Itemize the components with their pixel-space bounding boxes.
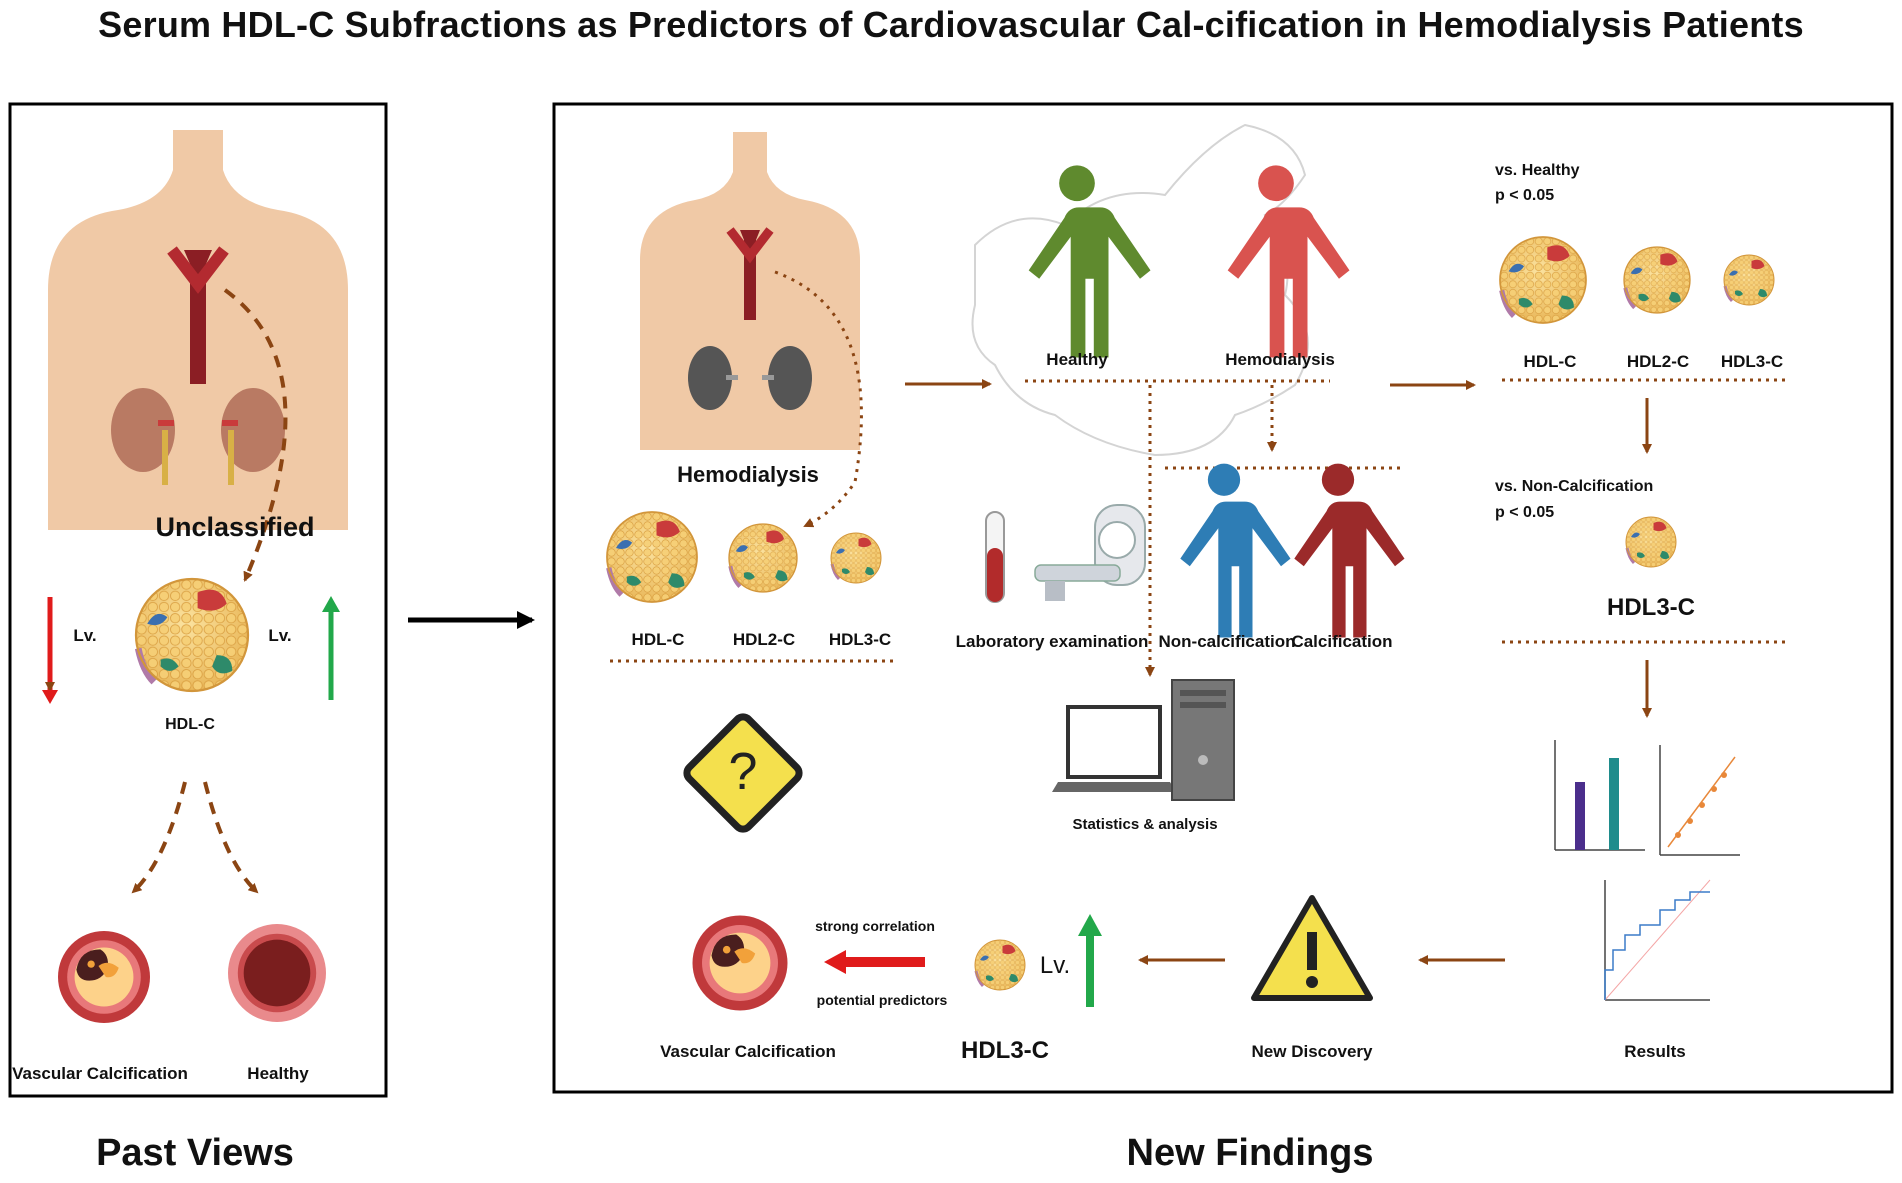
torso-illustration-hemodialysis — [640, 132, 860, 450]
vessel-calcified-bottom-icon — [692, 915, 788, 1011]
results-label: Results — [1624, 1042, 1686, 1061]
dashed-arrow-to-healthy — [203, 781, 259, 894]
past-views-title: Past Views — [96, 1132, 294, 1174]
healthy-label-past: Healthy — [247, 1064, 309, 1083]
warning-triangle-icon — [1251, 895, 1373, 1001]
lv-label-right: Lv. — [268, 626, 292, 645]
res-hdl3-c-label: HDL3-C — [1720, 352, 1784, 371]
hemodialysis-person-icon — [1227, 165, 1350, 358]
mini-roc-curve — [1604, 879, 1711, 1001]
hemodialysis-label: Hemodialysis — [677, 462, 819, 487]
map-outline — [971, 123, 1309, 457]
res-hdl-c-particle — [1500, 237, 1586, 323]
hdl3-c-label: HDL3-C — [828, 630, 892, 649]
p-value-healthy: p < 0.05 — [1495, 187, 1555, 204]
vs-healthy-label: vs. Healthy — [1495, 162, 1580, 179]
new-discovery-label: New Discovery — [1251, 1042, 1373, 1061]
hdl3-c-bottom-label: HDL3-C — [961, 1037, 1049, 1064]
strong-correlation-label: strong correlation — [815, 918, 935, 934]
potential-predictors-label: potential predictors — [816, 992, 948, 1008]
lab-exam-label: Laboratory examination — [955, 632, 1149, 651]
hdl2-c-particle — [729, 524, 797, 592]
test-tube-icon — [985, 511, 1005, 603]
hdl-c-label: HDL-C — [631, 630, 685, 649]
p-value-noncalc: p < 0.05 — [1495, 504, 1555, 521]
past-views-frame — [8, 102, 388, 1098]
mini-scatter-plot — [1659, 745, 1740, 856]
lv-label-left: Lv. — [73, 626, 97, 645]
hdl2-c-label: HDL2-C — [732, 630, 796, 649]
vascular-calcification-label: Vascular Calcification — [12, 1064, 188, 1083]
hemodialysis-group-label: Hemodialysis — [1225, 350, 1335, 369]
non-calcification-person-icon — [1180, 463, 1291, 638]
hdl3-c-particle-noncalc — [1624, 515, 1678, 569]
dashed-curve-arrow — [223, 288, 288, 582]
hdl3-c-result-label: HDL3-C — [1607, 594, 1695, 621]
vascular-calcification-bottom-label: Vascular Calcification — [660, 1042, 836, 1061]
res-hdl3-c-particle — [1722, 253, 1776, 307]
computer-icon — [1052, 679, 1235, 801]
vessel-calcified-icon — [58, 931, 150, 1023]
mri-scanner-icon — [1034, 504, 1146, 601]
lv-bottom-label: Lv. — [1039, 952, 1071, 979]
res-hdl2-c-label: HDL2-C — [1626, 352, 1690, 371]
non-calcification-label: Non-calcification — [1158, 632, 1296, 651]
dotted-curve-arrow — [774, 270, 863, 528]
unclassified-label: Unclassified — [155, 512, 315, 542]
new-findings-frame — [552, 102, 1894, 1094]
vessel-healthy-icon — [228, 924, 326, 1022]
torso-illustration-left — [48, 130, 348, 530]
hdl3-c-particle — [829, 531, 883, 585]
new-findings-title: New Findings — [1126, 1132, 1374, 1174]
res-hdl-c-label: HDL-C — [1523, 352, 1577, 371]
figure-title: Serum HDL-C Subfractions as Predictors o… — [98, 4, 1804, 45]
vs-noncalc-label: vs. Non-Calcification — [1495, 478, 1654, 495]
dashed-arrow-to-vascular — [131, 781, 187, 894]
hdl-c-particle — [607, 512, 697, 602]
res-hdl2-c-particle — [1622, 245, 1692, 315]
calcification-label: Calcification — [1291, 632, 1393, 651]
hdl3-c-particle-bottom — [973, 938, 1027, 992]
hdl-c-particle-past — [136, 579, 248, 691]
question-diamond-icon: ? — [683, 713, 803, 833]
svg-text:?: ? — [729, 743, 758, 801]
hdl-c-label-past: HDL-C — [165, 716, 215, 733]
healthy-group-label: Healthy — [1046, 350, 1108, 369]
mini-bar-chart — [1554, 740, 1645, 851]
calcification-person-icon — [1294, 463, 1405, 638]
stats-analysis-label: Statistics & analysis — [1072, 816, 1218, 833]
